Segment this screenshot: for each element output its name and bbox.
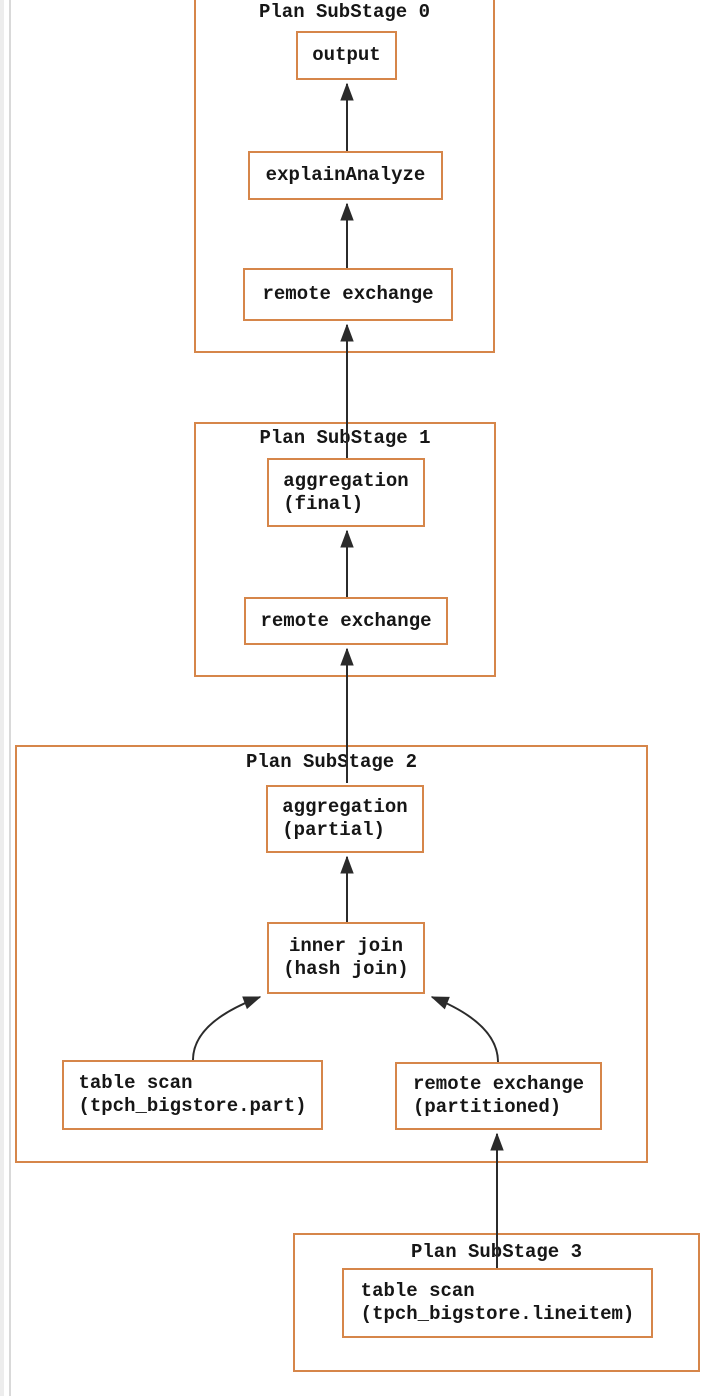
- node-remote-exchange-0-label: remote exchange: [262, 283, 434, 305]
- page-border-line: [9, 0, 11, 1396]
- cluster-title-substage-2: Plan SubStage 2: [245, 751, 418, 773]
- cluster-title-substage-1: Plan SubStage 1: [259, 427, 431, 449]
- node-table-scan-lineitem: table scan (tpch_bigstore.lineitem): [342, 1268, 653, 1338]
- cluster-title-substage-3: Plan SubStage 3: [410, 1241, 583, 1263]
- cluster-title-substage-0: Plan SubStage 0: [258, 1, 431, 23]
- node-explain-analyze: explainAnalyze: [248, 151, 443, 200]
- node-aggregation-final-label: aggregation (final): [283, 469, 409, 515]
- node-aggregation-final: aggregation (final): [267, 458, 425, 527]
- node-explain-analyze-label: explainAnalyze: [265, 164, 426, 186]
- node-output: output: [296, 31, 397, 80]
- node-remote-exchange-1-label: remote exchange: [260, 609, 432, 632]
- page-left-gutter: [0, 0, 4, 1396]
- node-remote-exchange-partitioned: remote exchange (partitioned): [395, 1062, 602, 1130]
- node-table-scan-part: table scan (tpch_bigstore.part): [62, 1060, 323, 1130]
- node-output-label: output: [312, 44, 381, 66]
- node-remote-exchange-1: remote exchange: [244, 597, 448, 645]
- node-remote-exchange-partitioned-label: remote exchange (partitioned): [412, 1073, 585, 1118]
- node-inner-join-label: inner join (hash join): [283, 935, 409, 980]
- node-aggregation-partial: aggregation (partial): [266, 785, 424, 853]
- node-table-scan-lineitem-label: table scan (tpch_bigstore.lineitem): [360, 1280, 635, 1325]
- node-inner-join: inner join (hash join): [267, 922, 425, 994]
- node-remote-exchange-0: remote exchange: [243, 268, 453, 321]
- node-table-scan-part-label: table scan (tpch_bigstore.part): [78, 1072, 307, 1117]
- node-aggregation-partial-label: aggregation (partial): [282, 796, 408, 841]
